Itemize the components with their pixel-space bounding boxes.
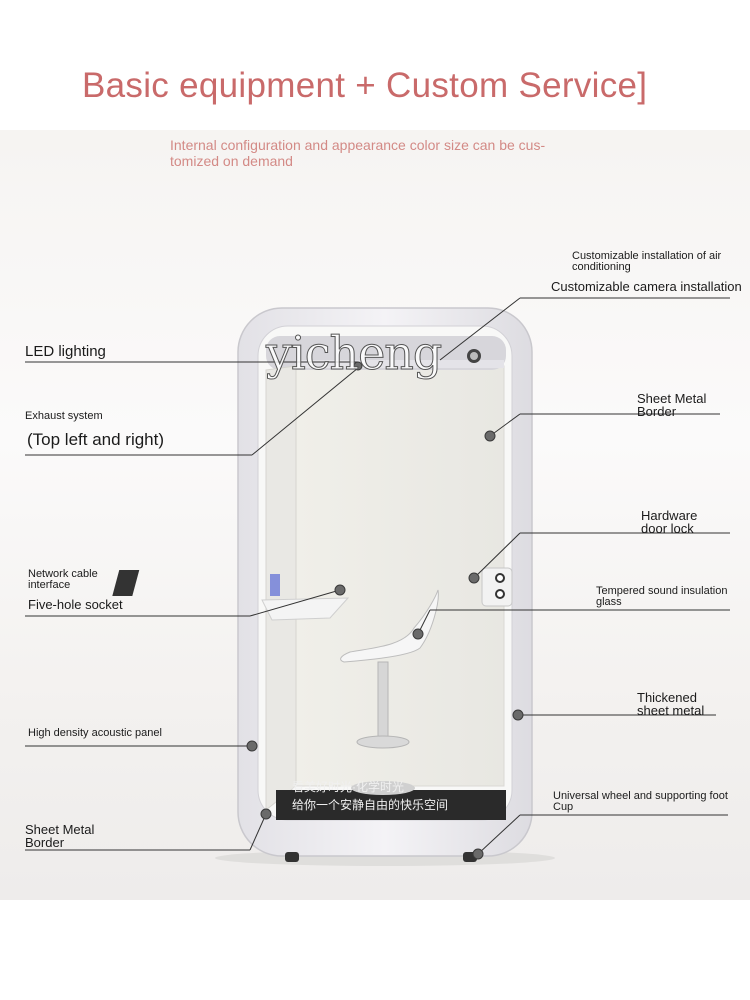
watermark: yicheng — [265, 326, 442, 381]
label-sheet-metal-border-bottom: Sheet Metal Border — [25, 822, 95, 850]
label-thickened-sheet-metal: Thickened sheet metal — [637, 690, 705, 718]
label-universal-wheel: Universal wheel and supporting foot Cup — [553, 790, 728, 813]
label-exhaust-position: (Top left and right) — [27, 430, 165, 449]
label-led-lighting: LED lighting — [25, 343, 106, 360]
label-hardware-door-lock: Hardware door lock — [641, 508, 698, 536]
label-sheet-metal-border-top: Sheet Metal Border — [637, 391, 707, 419]
label-exhaust-system: Exhaust system — [25, 410, 103, 422]
label-camera: Customizable camera installation — [551, 279, 742, 294]
label-acoustic-panel: High density acoustic panel — [28, 727, 162, 739]
screen-line-1: 看美好时光·化学时光 — [292, 780, 404, 794]
label-tempered-glass: Tempered sound insulation glass — [596, 585, 728, 608]
label-five-hole-socket: Five-hole socket — [28, 597, 123, 612]
label-network-cable: Network cable interface — [28, 568, 98, 591]
label-air-conditioning: Customizable installation of air conditi… — [572, 250, 722, 273]
screen-line-2: 给你一个安静自由的快乐空间 — [292, 798, 449, 812]
page-title: Basic equipment + Custom Service] — [82, 66, 648, 105]
subtitle: Internal configuration and appearance co… — [170, 137, 546, 169]
